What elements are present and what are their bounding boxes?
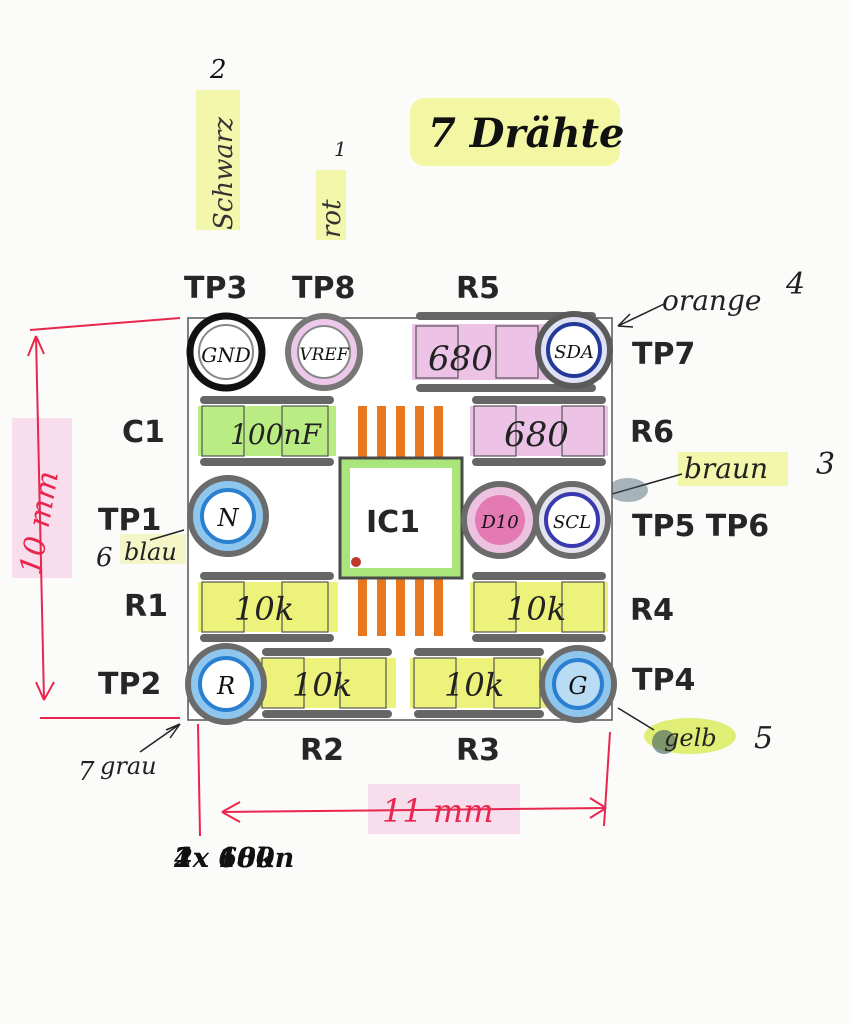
label-tp1: TP1 (98, 503, 161, 538)
parts-list-item: 1x 100n (174, 843, 295, 874)
pad-g-text: G (568, 672, 587, 700)
pad-gnd-text: GND (201, 343, 251, 367)
pad-sda: SDA (535, 311, 613, 389)
parts-list-item: 2x 680 (174, 843, 275, 874)
note-tp7-num: 4 (785, 267, 805, 302)
ic1-label: IC1 (366, 505, 420, 540)
note-tp8: rot 1 (316, 137, 347, 240)
note-tp7: orange 4 (617, 267, 805, 328)
note-tp2-num: 7 (78, 757, 95, 787)
pad-scl: SCL (533, 481, 611, 559)
capacitor-c1-value: 100nF (230, 418, 322, 451)
label-tp4: TP4 (632, 663, 695, 698)
pad-r: R (185, 643, 267, 725)
note-tp2-color: grau (100, 752, 157, 780)
page-title: 7 Drähte (428, 110, 624, 157)
label-r2: R2 (300, 733, 344, 768)
parts-list-item: 4x 10k (174, 843, 275, 874)
note-tp5-num: 3 (816, 447, 835, 482)
pad-vref-text: VREF (299, 345, 349, 365)
dimension-height: 10 mm (12, 317, 181, 719)
pad-d10: D10 (461, 481, 539, 559)
pad-g: G (539, 645, 617, 723)
note-tp3: Schwarz 2 (196, 55, 240, 230)
title-highlight (410, 98, 620, 166)
dimension-width-text: 11 mm (382, 792, 494, 830)
label-r6: R6 (630, 415, 674, 450)
resistor-r3-value: 10k (444, 666, 504, 704)
resistor-r5-value: 680 (428, 339, 493, 379)
capacitor-c1: 100nF (198, 396, 336, 466)
label-tp7: TP7 (632, 337, 695, 372)
note-tp1-color: blau (124, 538, 177, 566)
label-tp8: TP8 (292, 271, 355, 306)
note-tp1-num: 6 (96, 543, 113, 573)
resistor-r4: 10k (470, 572, 608, 642)
label-tp5-tp6: TP5 TP6 (632, 509, 769, 544)
label-r3: R3 (456, 733, 500, 768)
note-tp8-color: rot (317, 199, 347, 238)
resistor-r3: 10k (410, 648, 546, 718)
resistor-r1-value: 10k (234, 590, 294, 628)
note-tp3-num: 2 (209, 55, 227, 85)
pad-d10-text: D10 (480, 512, 518, 533)
label-c1: C1 (122, 415, 165, 450)
note-tp4-color: gelb (664, 724, 717, 752)
note-tp4: gelb 5 (617, 707, 773, 756)
label-r1: R1 (124, 589, 168, 624)
pad-gnd: GND (186, 312, 266, 392)
note-tp7-color: orange (662, 284, 761, 317)
note-tp5: braun 3 (597, 447, 835, 502)
note-tp5-color: braun (684, 452, 768, 485)
label-tp2: TP2 (98, 667, 161, 702)
pad-n: N (187, 475, 269, 557)
pad-sda-text: SDA (554, 342, 594, 363)
note-tp4-num: 5 (754, 721, 773, 756)
note-tp1: 6 blau (96, 529, 186, 573)
resistor-r6-value: 680 (504, 415, 569, 455)
dimension-width: 11 mm (197, 723, 611, 837)
resistor-r2: 10k (258, 648, 396, 718)
ic1: IC1 (338, 456, 464, 580)
label-tp3: TP3 (184, 271, 247, 306)
ic1-pins (358, 406, 443, 636)
label-r5: R5 (456, 271, 500, 306)
pad-r-text: R (216, 672, 235, 700)
pad-n-text: N (217, 504, 240, 532)
note-tp2: 7 grau (78, 723, 181, 787)
pad-scl-text: SCL (553, 512, 591, 533)
resistor-r1: 10k (198, 572, 338, 642)
resistor-r6: 680 (470, 396, 608, 466)
pad-vref: VREF (285, 313, 363, 391)
note-tp3-color: Schwarz (209, 117, 239, 230)
resistor-r4-value: 10k (506, 590, 566, 628)
note-tp8-num: 1 (334, 137, 347, 161)
label-r4: R4 (630, 593, 674, 628)
resistor-r2-value: 10k (292, 666, 352, 704)
